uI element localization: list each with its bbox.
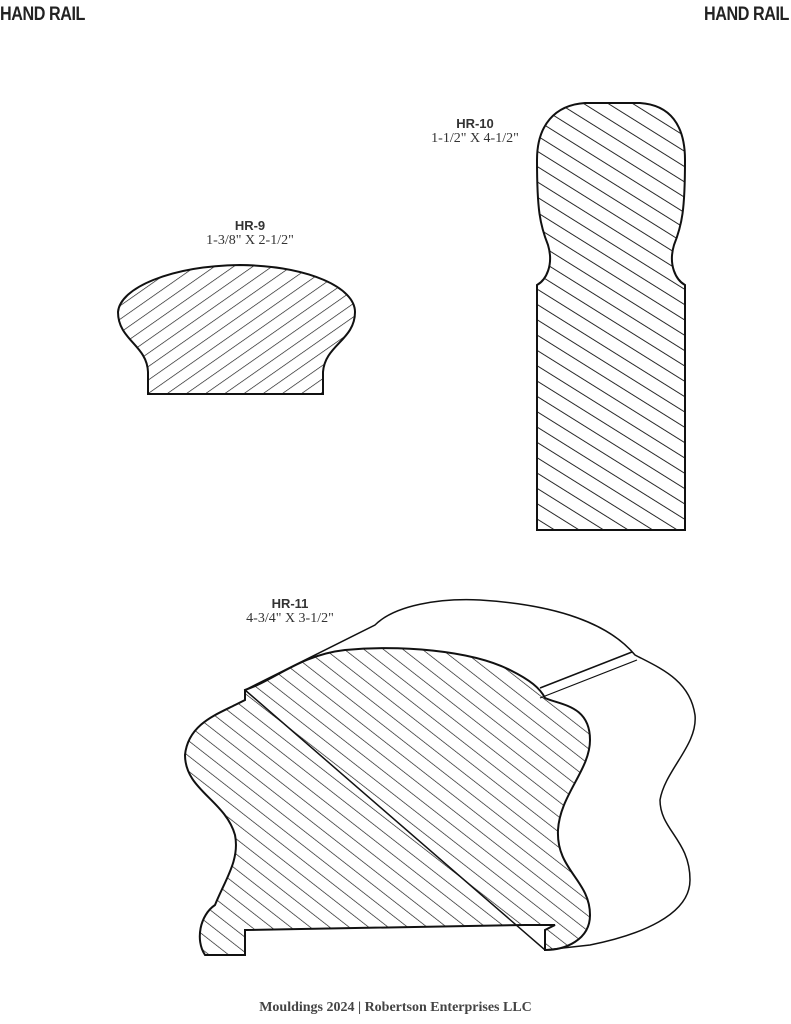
hr11-profile	[183, 647, 592, 956]
page-header-right: HAND RAIL	[704, 4, 789, 25]
hr11-dimensions: 4-3/4" X 3-1/2"	[246, 611, 334, 626]
hr11-label: HR-11 4-3/4" X 3-1/2"	[225, 596, 355, 627]
hr10-code: HR-10	[456, 116, 494, 131]
hr10-profile	[535, 102, 687, 531]
hr10-label: HR-10 1-1/2" X 4-1/2"	[410, 116, 540, 147]
hr10-dimensions: 1-1/2" X 4-1/2"	[431, 131, 519, 146]
page-footer: Mouldings 2024 | Robertson Enterprises L…	[259, 1000, 532, 1015]
hr11-code: HR-11	[271, 596, 309, 611]
hr9-dimensions: 1-3/8" X 2-1/2"	[206, 233, 294, 248]
hr9-label: HR-9 1-3/8" X 2-1/2"	[185, 218, 315, 249]
page-header-left: HAND RAIL	[0, 4, 85, 25]
hr9-code: HR-9	[234, 218, 266, 233]
hr9-profile	[116, 263, 357, 395]
